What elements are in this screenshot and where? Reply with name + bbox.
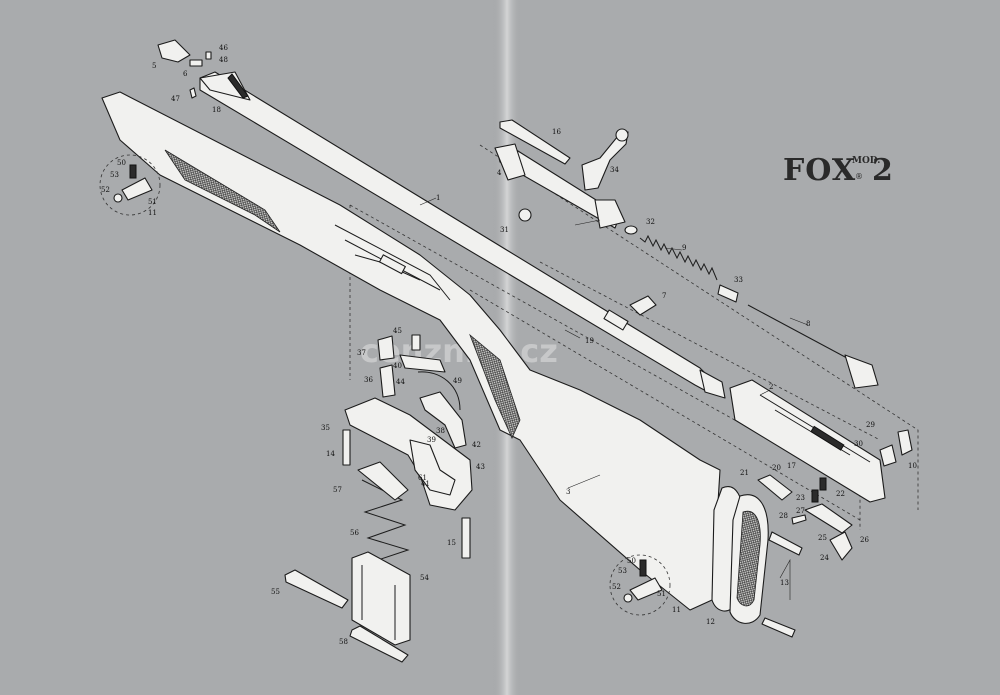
label-61: 61: [418, 474, 427, 482]
leader-lines: [419, 197, 809, 600]
label-42: 42: [472, 441, 481, 449]
part-7: [629, 295, 657, 316]
label-49: 49: [453, 377, 462, 385]
label-8: 8: [806, 320, 810, 328]
label-12: 12: [706, 618, 715, 626]
title-brand: FOX: [783, 153, 856, 188]
label-52-right: 52: [612, 583, 621, 591]
label-18: 18: [212, 106, 221, 114]
bolt: [494, 143, 626, 229]
stock: [101, 91, 721, 611]
label-22: 22: [836, 490, 845, 498]
model-title: FOX MOD. ® 2: [783, 153, 893, 188]
label-27: 27: [796, 507, 805, 515]
label-11-right: 11: [672, 606, 681, 614]
label-1: 1: [436, 194, 440, 202]
safety-group: [757, 429, 913, 561]
label-34: 34: [610, 166, 619, 174]
front-sight-group: [157, 39, 212, 99]
label-55: 55: [271, 588, 280, 596]
label-39: 39: [427, 436, 436, 444]
barrel: [199, 71, 726, 399]
label-2: 2: [769, 383, 773, 391]
label-53-left: 53: [110, 171, 119, 179]
label-24: 24: [820, 554, 829, 562]
label-45: 45: [393, 327, 402, 335]
label-21: 21: [740, 469, 749, 477]
label-47: 47: [171, 95, 180, 103]
receiver: [729, 379, 886, 503]
firing-pin: [747, 304, 879, 389]
label-26: 26: [860, 536, 869, 544]
title-registered: ®: [855, 172, 863, 181]
label-23: 23: [796, 494, 805, 502]
butt-screw-upper: [768, 531, 803, 556]
part-31: [518, 208, 532, 222]
part-numbers: 1 2 3 4 5 6 7 8 9 10 11 11 12 13 14 15 1…: [101, 44, 917, 646]
label-58: 58: [339, 638, 348, 646]
label-11-left: 11: [148, 209, 157, 217]
label-25: 25: [818, 534, 827, 542]
label-9: 9: [682, 244, 686, 252]
part-32: [624, 225, 638, 235]
label-10: 10: [908, 462, 917, 470]
sling-swivel-left: [99, 154, 161, 216]
magazine-spring: [357, 461, 410, 563]
label-51-left: 51: [148, 198, 157, 206]
butt-screw-lower: [761, 617, 796, 638]
label-43: 43: [476, 463, 485, 471]
label-40: 40: [393, 362, 402, 370]
magazine-follower: [284, 569, 349, 609]
label-19: 19: [585, 337, 594, 345]
label-38: 38: [436, 427, 445, 435]
label-50-left: 50: [117, 159, 126, 167]
label-46: 46: [219, 44, 228, 52]
label-32: 32: [646, 218, 655, 226]
label-56: 56: [350, 529, 359, 537]
sling-swivel-right: [609, 554, 671, 616]
bolt-release: [499, 119, 571, 165]
label-15: 15: [447, 539, 456, 547]
label-48: 48: [219, 56, 228, 64]
label-16: 16: [552, 128, 561, 136]
label-35: 35: [321, 424, 330, 432]
label-29: 29: [866, 421, 875, 429]
label-13: 13: [780, 579, 789, 587]
label-37: 37: [357, 349, 366, 357]
label-7: 7: [662, 292, 666, 300]
guard-screw-15: [461, 517, 471, 559]
label-36: 36: [364, 376, 373, 384]
label-6: 6: [183, 70, 188, 78]
label-28: 28: [779, 512, 788, 520]
label-31: 31: [500, 226, 509, 234]
title-mod: MOD.: [852, 156, 880, 166]
label-14: 14: [326, 450, 335, 458]
label-17: 17: [787, 462, 796, 470]
label-33: 33: [734, 276, 743, 284]
label-54: 54: [420, 574, 429, 582]
title-model-number: 2: [872, 153, 893, 188]
magazine-floorplate: [349, 625, 409, 663]
label-4: 4: [497, 169, 502, 177]
label-5: 5: [152, 62, 156, 70]
bolt-handle: [581, 128, 629, 191]
mainspring: [639, 234, 718, 281]
label-20: 20: [772, 464, 781, 472]
trigger-guard: [342, 397, 473, 511]
label-51-right: 51: [657, 590, 666, 598]
label-3: 3: [566, 488, 570, 496]
recoil-pad: [711, 486, 769, 624]
label-50-right: 50: [627, 557, 636, 565]
part-33: [717, 284, 739, 303]
label-52-left: 52: [101, 186, 110, 194]
label-44: 44: [396, 378, 405, 386]
magazine: [351, 551, 411, 646]
label-30: 30: [854, 440, 863, 448]
label-41: 41: [421, 480, 430, 488]
label-57: 57: [333, 486, 342, 494]
trigger-mechanism: [377, 334, 467, 449]
label-53-right: 53: [618, 567, 627, 575]
